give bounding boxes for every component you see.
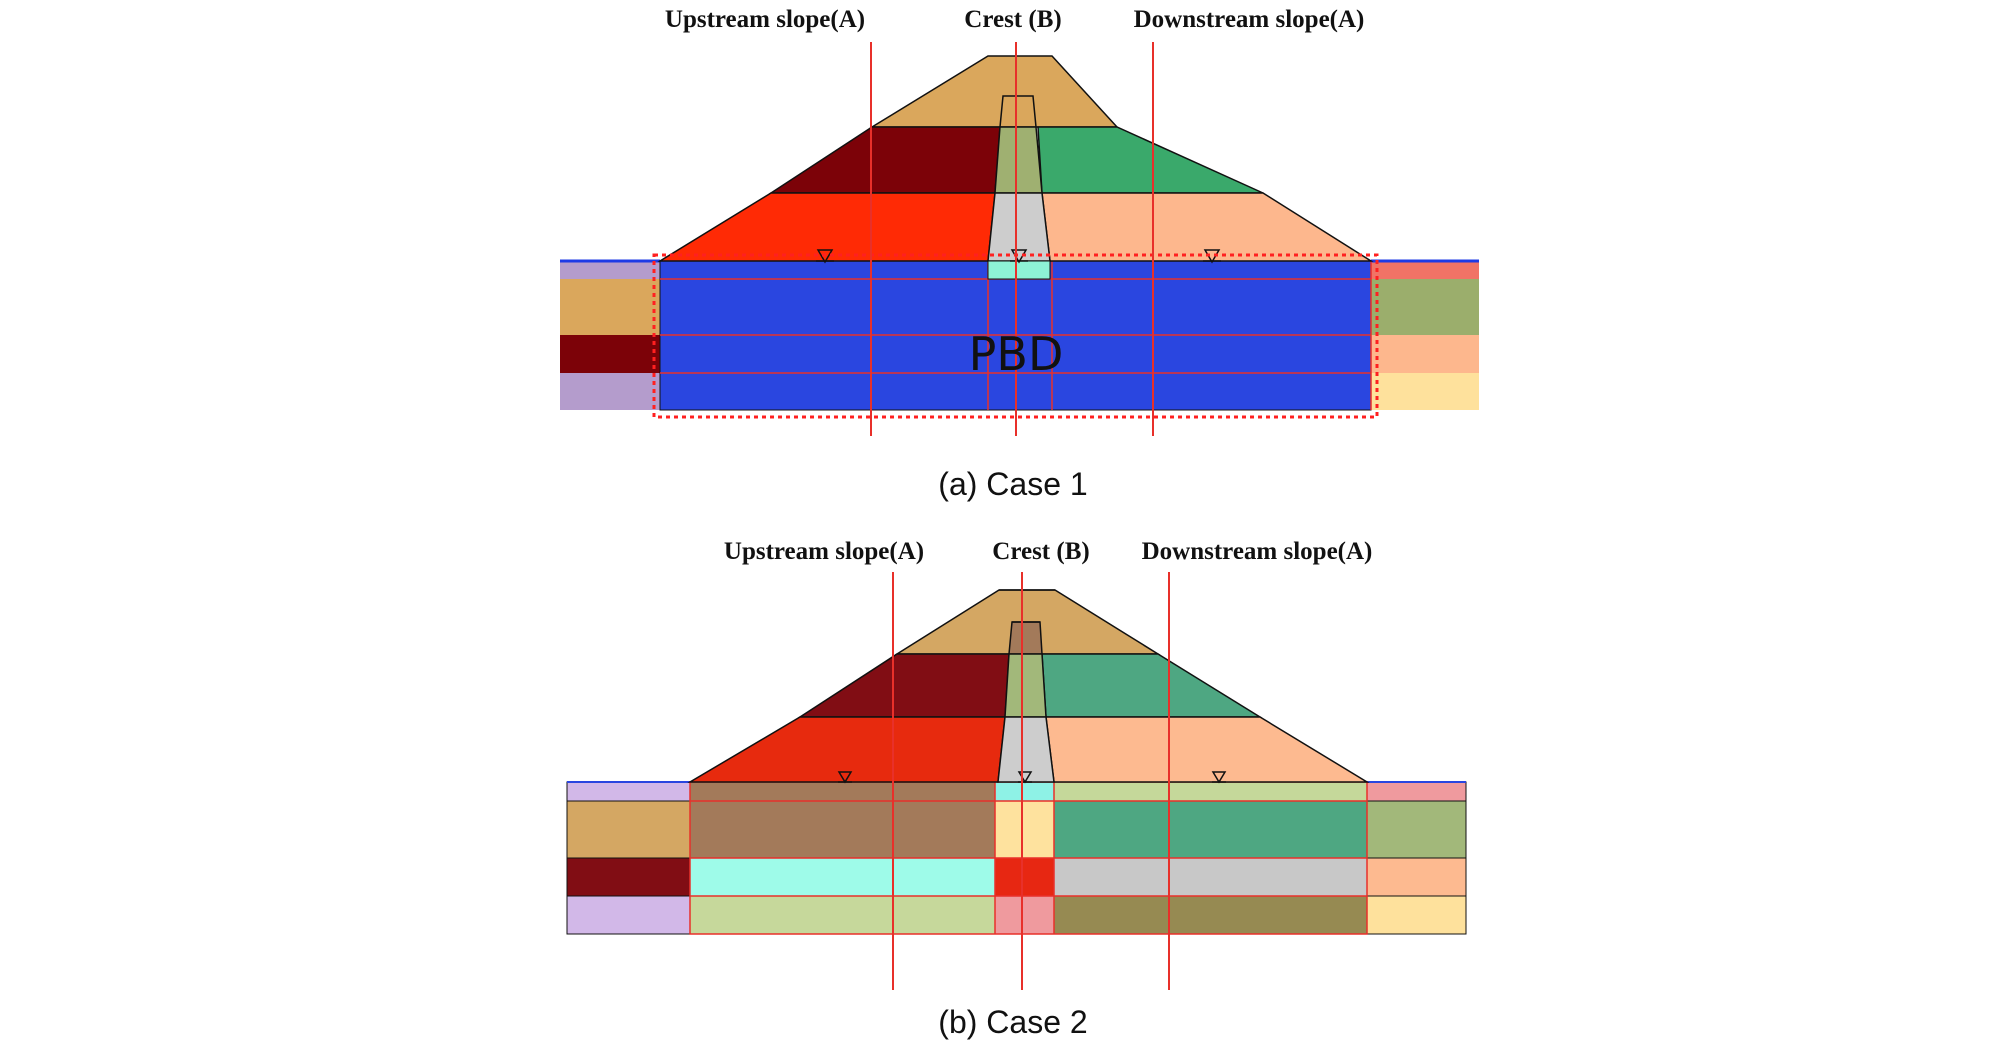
case2-right-layer-1 (1366, 781, 1467, 802)
case2-dam-upper-right (1041, 653, 1263, 718)
case2-water-level-marker-right (1211, 771, 1227, 784)
case2-label-crest: Crest (B) (992, 538, 1089, 565)
case1-right-layer-2 (1371, 279, 1479, 335)
case1-dam-mid-left (657, 192, 996, 262)
case1-diagram: Upstream slope(A) Crest (B) Downstream s… (560, 6, 1479, 502)
case1-caption: (a) Case 1 (938, 466, 1087, 502)
case1-core-top (999, 95, 1037, 128)
case1-label-upstream: Upstream slope(A) (665, 6, 865, 33)
case2-right-layer-4 (1366, 895, 1467, 935)
case2-found-r2-right (1054, 801, 1367, 858)
case2-core-upper (1004, 653, 1047, 718)
case1-right-layer-1 (1371, 261, 1479, 279)
case2-caption: (b) Case 2 (938, 1004, 1087, 1040)
case1-label-downstream: Downstream slope(A) (1134, 6, 1365, 33)
case1-left-layer-4 (560, 373, 660, 410)
case1-core-upper (994, 126, 1043, 194)
case1-dam-upper-left (768, 126, 1001, 194)
case2-found-grid-lines (689, 781, 1368, 935)
case1-dam-upper-right (1037, 126, 1264, 194)
case2-water-level-marker-left (837, 771, 853, 784)
case1-left-layer-1 (560, 261, 660, 279)
case2-core-lower (997, 716, 1055, 783)
case2-left-layer-2 (566, 800, 691, 859)
case1-pbd-label: PBD (969, 327, 1064, 381)
case2-found-r3-right (1054, 858, 1367, 896)
case2-right-layer-3 (1366, 857, 1467, 897)
case1-right-layer-3 (1371, 335, 1479, 373)
case2-found-r4-center (995, 896, 1054, 934)
case1-core-filter (987, 260, 1051, 280)
case2-found-r1-left (690, 782, 995, 801)
case2-found-r3-center (995, 858, 1054, 896)
case2-diagram: Upstream slope(A) Crest (B) Downstream s… (566, 538, 1467, 1040)
case2-found-r2-center (995, 801, 1054, 858)
case2-left-layer-3 (566, 857, 691, 897)
case2-found-r1-right (1054, 782, 1367, 801)
case2-found-r3-left (690, 858, 995, 896)
case2-found-r1-center (995, 782, 1054, 801)
case2-dam-upper-left (797, 653, 1010, 718)
case1-left-layer-3 (560, 335, 660, 373)
case1-dam-mid-right (1041, 192, 1374, 262)
case2-right-layer-2 (1366, 800, 1467, 859)
case2-left-layer-4 (566, 895, 691, 935)
case1-label-crest: Crest (B) (964, 6, 1061, 33)
case2-found-r2-left (690, 801, 995, 858)
case1-right-layer-4 (1371, 373, 1479, 410)
case1-core-lower (987, 192, 1051, 262)
case2-found-r4-left (690, 896, 995, 934)
case2-left-layer-1 (566, 781, 691, 802)
case2-dam-mid-right (1045, 716, 1370, 783)
case1-water-level-marker-left (816, 249, 834, 264)
case2-found-r4-right (1054, 896, 1367, 934)
case1-dam-top (869, 55, 1119, 128)
case1-left-layer-2 (560, 279, 660, 335)
case2-label-upstream: Upstream slope(A) (724, 538, 924, 565)
case2-label-downstream: Downstream slope(A) (1142, 538, 1373, 565)
case2-core-top (1008, 621, 1043, 655)
